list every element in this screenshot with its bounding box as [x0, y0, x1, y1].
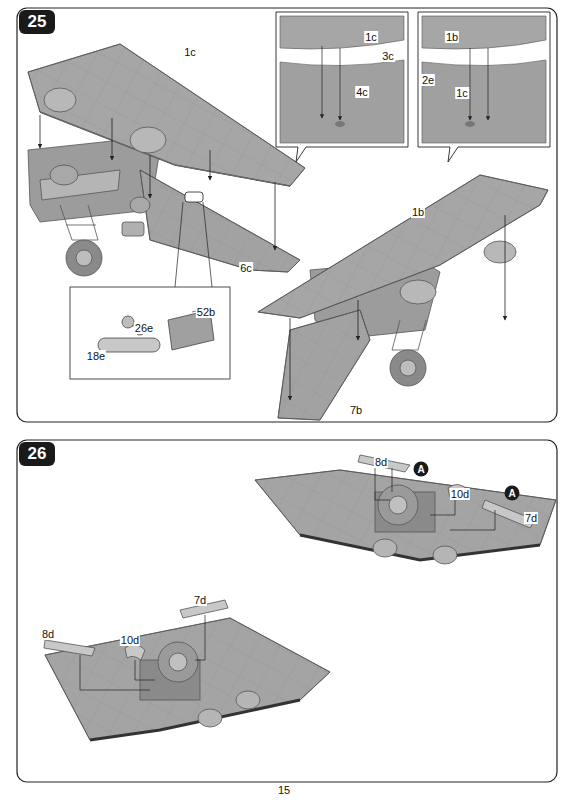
callout-letter: A — [508, 488, 515, 499]
part-number: 1c — [455, 87, 469, 99]
wing-underside — [44, 600, 330, 740]
part-number: 18e — [86, 350, 106, 362]
callout-circle: A — [504, 485, 520, 501]
part-number: 10d — [450, 488, 470, 500]
part-number: 6c — [239, 262, 253, 274]
callout-circle: A — [413, 461, 429, 477]
part-number: 1c — [183, 46, 197, 58]
part-number: 2e — [421, 74, 435, 86]
step-number: 25 — [19, 10, 55, 34]
part-number: 52b — [196, 306, 216, 318]
step-number-text: 26 — [28, 444, 47, 464]
part-number: 1b — [411, 206, 425, 218]
wing-assembly — [258, 175, 548, 420]
part-number: 26e — [134, 322, 154, 334]
callout-letter: A — [417, 464, 424, 475]
step-number: 26 — [19, 442, 55, 466]
part-number: 7d — [524, 512, 538, 524]
part-number: 1c — [364, 31, 378, 43]
step-number-text: 25 — [28, 12, 47, 32]
part-number: 8d — [41, 628, 55, 640]
step-frame — [17, 8, 557, 422]
step-frame — [17, 440, 557, 782]
detail-inset — [276, 12, 550, 162]
part-number: 1b — [445, 31, 459, 43]
part-number: 7d — [193, 594, 207, 606]
part-number: 4c — [355, 86, 369, 98]
part-number: 8d — [374, 456, 388, 468]
wing-underside — [255, 455, 556, 564]
wing-assembly — [28, 44, 305, 276]
part-number: 10d — [120, 634, 140, 646]
part-number: 3c — [381, 50, 395, 62]
detail-inset — [70, 287, 230, 379]
part-number: 7b — [349, 404, 363, 416]
page-number: 15 — [277, 784, 291, 796]
